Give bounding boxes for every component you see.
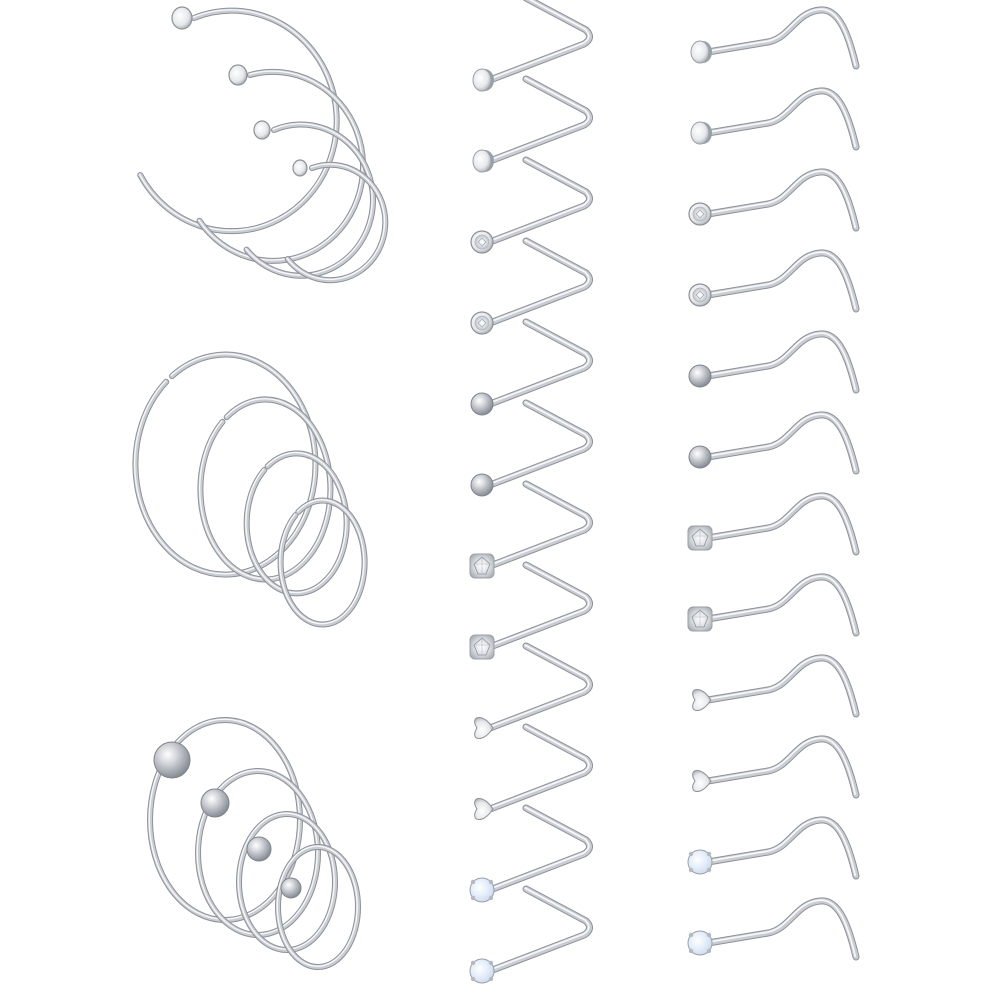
l-shape-stud (474, 642, 593, 739)
flat-disc-icon (292, 159, 308, 177)
l-shape-stud (470, 318, 593, 416)
c-shape-nose-hoops-flat-disc (137, 6, 389, 284)
ball-head-icon (688, 445, 712, 469)
ball-head-icon (688, 364, 712, 388)
screw-stud (690, 6, 860, 70)
ring-sets (132, 6, 389, 970)
bead-icon (280, 877, 302, 899)
screw-stud (687, 573, 860, 637)
flat-disc-icon (253, 120, 271, 140)
ball-head-icon (470, 473, 494, 497)
heart-head-icon (474, 798, 494, 820)
l-shape-stud (469, 885, 593, 984)
bezel-crystal-head-icon (470, 230, 494, 254)
opal-head-icon (469, 877, 495, 903)
l-shape-stud (470, 156, 593, 254)
c-hoop-ring (284, 159, 389, 284)
bezel-crystal-head-icon (470, 311, 494, 335)
screw-stud (687, 816, 860, 880)
l-shape-stud (474, 723, 593, 820)
screw-shape-studs (687, 6, 860, 961)
prong-crystal-head-icon (687, 525, 713, 551)
ball-closure-captive-rings (147, 717, 361, 970)
screw-stud (690, 87, 860, 151)
ball-head-icon (470, 392, 494, 416)
opal-head-icon (469, 958, 495, 984)
captive-bead-ring (275, 844, 361, 970)
opal-head-icon (687, 849, 713, 875)
c-hoop-ring (196, 64, 366, 264)
prong-crystal-head-icon (687, 606, 713, 632)
opal-head-icon (687, 930, 713, 956)
l-shape-studs (469, 0, 593, 984)
seamless-hoop-ring (132, 351, 319, 578)
flat-disc-head-icon (690, 121, 712, 145)
l-shape-stud (470, 237, 593, 335)
seamless-hoop-ring (277, 497, 368, 628)
bead-icon (246, 836, 272, 862)
screw-stud (688, 168, 860, 232)
c-hoop-ring (243, 120, 376, 279)
bezel-crystal-head-icon (688, 283, 712, 307)
prong-crystal-head-icon (469, 634, 495, 660)
prong-crystal-head-icon (469, 553, 495, 579)
bezel-crystal-head-icon (688, 202, 712, 226)
heart-head-icon (692, 770, 712, 792)
l-shape-stud (472, 0, 593, 92)
l-shape-stud (470, 399, 593, 497)
bead-icon (200, 788, 230, 818)
l-shape-stud (469, 480, 593, 579)
bead-icon (153, 741, 191, 779)
flat-disc-icon (228, 64, 248, 86)
flat-disc-head-icon (472, 68, 494, 92)
seamless-hoops (132, 351, 368, 628)
l-shape-stud (469, 804, 593, 903)
seamless-hoop-ring (243, 450, 350, 597)
screw-stud (688, 330, 860, 394)
l-shape-stud (469, 561, 593, 660)
heart-head-icon (474, 717, 494, 739)
screw-stud (692, 735, 860, 799)
screw-stud (687, 492, 860, 556)
screw-stud (692, 654, 860, 718)
flat-disc-head-icon (690, 40, 712, 64)
stud-columns (469, 0, 860, 984)
c-hoop-ring (137, 6, 340, 235)
l-shape-stud (472, 75, 593, 173)
heart-head-icon (692, 689, 712, 711)
screw-stud (688, 411, 860, 475)
flat-disc-head-icon (472, 149, 494, 173)
screw-stud (688, 249, 860, 313)
screw-stud (687, 897, 860, 961)
seamless-hoop-ring (197, 396, 334, 583)
flat-disc-icon (171, 6, 193, 30)
